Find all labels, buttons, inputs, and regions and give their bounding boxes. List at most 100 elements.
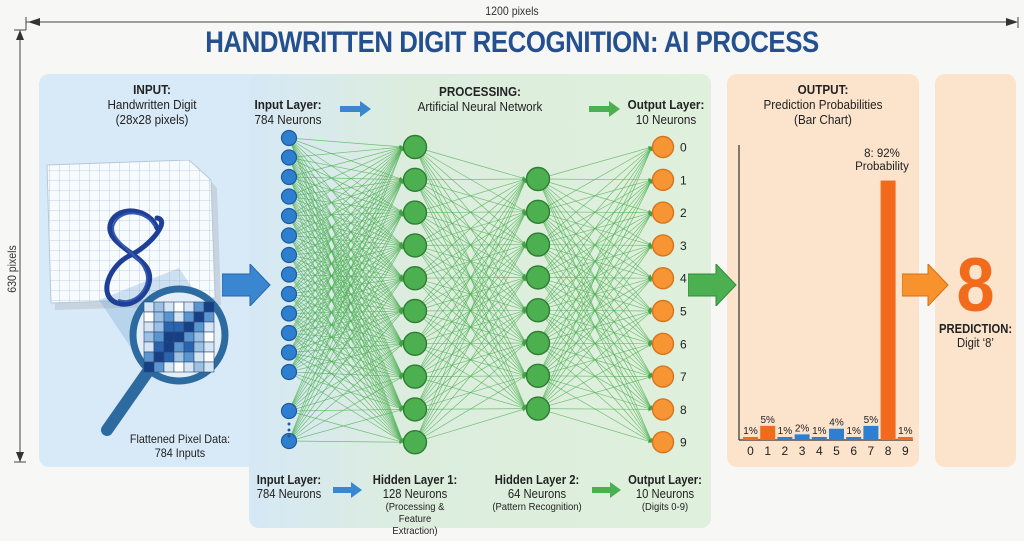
- hidden1-neuron: [402, 233, 428, 258]
- predicted-digit: 8: [956, 243, 995, 328]
- pixel-cell: [173, 331, 185, 343]
- connection-edge: [288, 137, 404, 149]
- x-tick-label: 7: [868, 444, 875, 458]
- layer-label-hidden2: Hidden Layer 2: 64 Neurons (Pattern Reco…: [488, 473, 587, 513]
- connection-edge: [414, 178, 527, 377]
- connection-edge: [414, 309, 527, 443]
- handwritten-digit-illustration: [46, 160, 229, 436]
- connection-edge: [288, 211, 404, 236]
- input-line1: Handwritten Digit: [107, 97, 197, 112]
- connection-edge: [288, 310, 404, 412]
- output-neuron: [651, 299, 675, 323]
- x-tick-label: 8: [885, 444, 892, 458]
- top-input-layer-title: Input Layer:: [254, 97, 322, 112]
- connection-edge: [288, 277, 404, 412]
- connection-edge: [288, 211, 404, 256]
- connection-edge: [414, 211, 527, 443]
- connection-edge: [414, 375, 527, 443]
- connection-edge: [288, 179, 404, 373]
- layer-label-input: Input Layer: 784 Neurons: [250, 473, 327, 501]
- connection-edge: [288, 179, 404, 314]
- top-green-arrow-icon: [589, 101, 620, 117]
- pixel-cell: [193, 361, 205, 373]
- output-neuron: [651, 332, 675, 355]
- pixel-cell: [163, 341, 175, 353]
- connection-edge: [288, 146, 404, 442]
- bar-value-label: 5%: [864, 415, 879, 426]
- layer-input-title: Input Layer:: [256, 473, 322, 487]
- top-input-layer-label: Input Layer: 784 Neurons: [252, 97, 324, 127]
- connection-edge: [288, 137, 404, 181]
- connection-edge: [537, 146, 653, 344]
- connection-edge: [537, 343, 653, 409]
- grid-paper: [46, 160, 216, 304]
- bar-6: [846, 437, 862, 440]
- output-neuron-label: 3: [680, 239, 687, 253]
- pixel-cell: [143, 301, 155, 313]
- pixel-cell: [143, 321, 155, 333]
- x-tick-label: 4: [816, 444, 823, 458]
- layer-hidden1-title: Hidden Layer 1:: [372, 473, 458, 487]
- connection-edge: [288, 196, 404, 215]
- pixel-cell: [193, 301, 205, 313]
- x-tick-label: 2: [782, 444, 789, 458]
- pixel-cell: [143, 351, 155, 363]
- top-output-layer-count: 10 Neurons: [635, 112, 697, 127]
- connection-edge: [288, 410, 404, 444]
- bar-value-label: 5%: [760, 415, 775, 426]
- input-neuron: [280, 227, 298, 244]
- pixel-cell: [173, 321, 185, 333]
- connection-edge: [288, 179, 404, 412]
- input-neuron: [280, 168, 298, 186]
- connection-edge: [537, 407, 653, 412]
- connection-edge: [288, 146, 404, 256]
- width-dimension-label: 1200 pixels: [485, 4, 539, 18]
- pixel-cell: [163, 301, 175, 313]
- processing-heading: PROCESSING:: [439, 84, 521, 99]
- connection-edge: [537, 146, 653, 245]
- bar-value-label: 1%: [778, 426, 793, 437]
- connection-edge: [288, 440, 404, 445]
- connection-edge: [288, 277, 404, 442]
- bar-3: [794, 434, 810, 440]
- pixel-cell: [203, 361, 215, 373]
- output-neuron: [651, 266, 675, 290]
- pixel-cell: [163, 311, 175, 323]
- pixel-cell: [153, 341, 165, 353]
- connection-edge: [288, 244, 404, 412]
- connection-edge: [537, 146, 653, 213]
- pixel-cell: [163, 361, 175, 373]
- input-line2: (28x28 pixels): [115, 112, 189, 127]
- hidden1-neuron: [402, 430, 428, 455]
- pixel-cell: [183, 361, 195, 373]
- pixel-cell: [193, 321, 205, 333]
- output-neuron: [651, 135, 675, 159]
- connection-edge: [537, 146, 653, 409]
- top-output-layer-label: Output Layer: 10 Neurons: [626, 97, 705, 127]
- pixel-cell: [193, 341, 205, 353]
- connection-edge: [414, 178, 527, 344]
- connection-edge: [288, 212, 404, 295]
- pixel-cell: [203, 311, 215, 323]
- connection-edge: [537, 146, 653, 376]
- connection-edge: [288, 244, 404, 442]
- ellipsis-dot: [287, 422, 291, 426]
- connection-edge: [537, 277, 653, 409]
- connection-edge: [288, 343, 404, 412]
- pixel-cell: [173, 341, 185, 353]
- hidden2-neuron: [525, 199, 551, 225]
- pixel-cell: [173, 301, 185, 313]
- connection-edge: [288, 277, 404, 373]
- input-neuron: [280, 246, 298, 264]
- x-tick-label: 6: [850, 444, 857, 458]
- top-blue-arrow-icon: [340, 101, 371, 117]
- bar-5: [829, 428, 844, 440]
- digit-eight-stroke: [104, 208, 165, 307]
- input-to-network-arrow-icon: [222, 264, 271, 306]
- bar-1: [760, 425, 776, 440]
- connection-edge: [414, 146, 527, 181]
- connection-edge: [414, 178, 527, 213]
- output-neuron: [651, 431, 675, 454]
- bar-0: [743, 437, 758, 440]
